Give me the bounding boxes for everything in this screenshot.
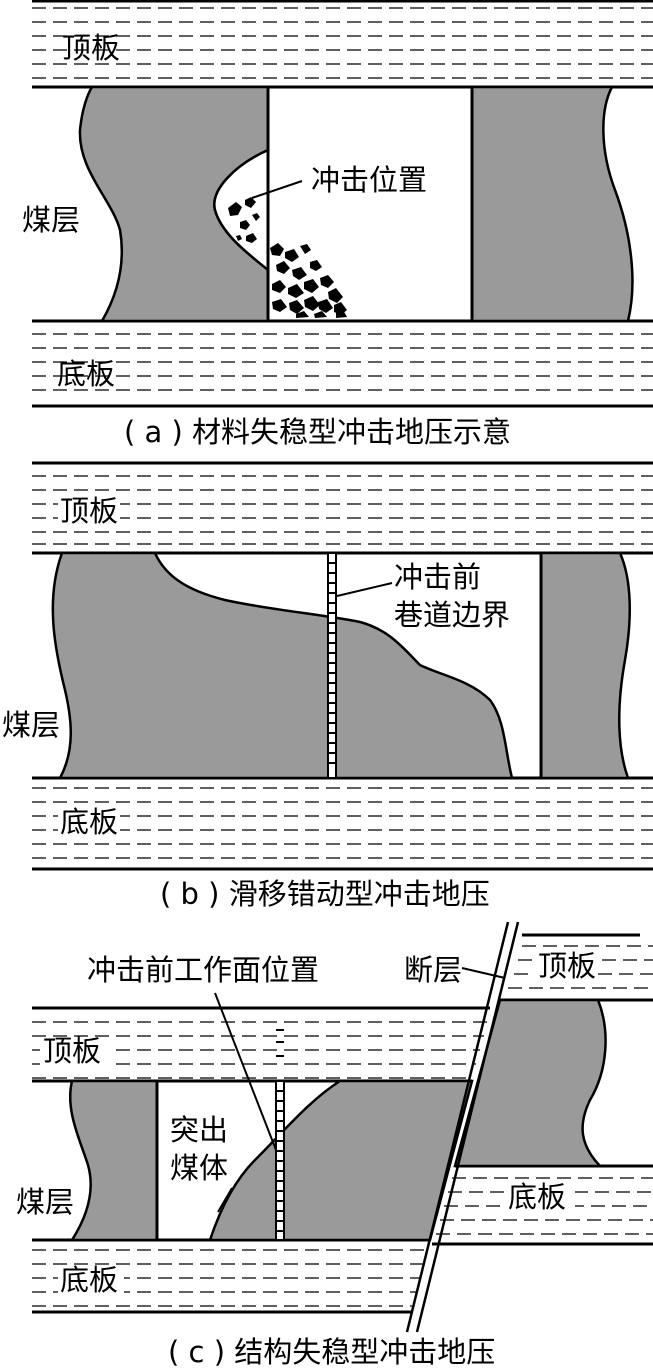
panel-b-roof-strata [32,475,653,545]
panel-b-pre-burst-boundary [327,552,337,779]
panel-c-fault-leader [461,967,506,979]
panel-b-caption: ( b ) 滑移错动型冲击地压 [160,877,490,911]
panel-a-coal-fragments-pile [270,243,347,318]
panel-c-left-floor-label: 底板 [60,1263,118,1297]
panel-c-outburst-leader [217,1187,233,1213]
panel-c-caption: ( c ) 结构失稳型冲击地压 [168,1335,495,1369]
panel-b: 顶板 煤层 底板 冲击前 巷道边界 ( b ) 滑移错动型冲击地压 [2,461,653,911]
panel-c: 冲击前工作面位置 断层 顶板 顶板 突出 煤体 煤层 底板 底板 ( c ) 结… [16,921,653,1369]
panel-c-fault-line-a [405,921,510,1333]
panel-a-annotation-leader [251,180,303,199]
panel-c-right-coal-block [453,998,607,1168]
panel-b-right-coal-pillar [539,551,631,780]
panel-c-outburst-label-line1: 突出 [170,1113,228,1147]
panel-c-outburst-label-line2: 煤体 [170,1151,228,1185]
panel-b-left-coal-mass [51,551,514,780]
panel-a-roof-strata [32,7,653,79]
panel-a-caption: ( a ) 材料失稳型冲击地压示意 [124,415,511,449]
panel-c-face-stripes [276,1090,284,1232]
panel-b-annotation-leader [336,582,393,597]
panel-b-seam-label: 煤层 [2,708,60,742]
panel-c-face-annotation-leader [214,992,277,1151]
panel-c-fault-line-b [415,921,520,1333]
panel-c-left-roof-label: 顶板 [43,1034,101,1068]
panel-b-annotation-line2: 巷道边界 [394,598,510,632]
panel-a-coal-fragments-upper [228,197,260,243]
panel-b-roof-label: 顶板 [60,494,118,528]
panel-a-right-coal-pillar [470,85,634,323]
panel-a-roof-label: 顶板 [62,31,120,65]
panel-a: 顶板 煤层 底板 冲击位置 ( a ) 材料失稳型冲击地压示意 [22,0,653,449]
panel-c-right-roof-label: 顶板 [538,949,596,983]
panel-a-seam-label: 煤层 [22,203,80,237]
panel-b-annotation-line1: 冲击前 [394,560,481,594]
panel-c-right-floor-label: 底板 [508,1180,566,1214]
panel-a-floor-strata [32,333,653,391]
panel-c-right-floor-strata [436,1177,653,1235]
panel-c-seam-label: 煤层 [16,1185,74,1219]
panel-c-left-coal-pillar [68,1079,159,1242]
panel-b-floor-label: 底板 [60,805,118,839]
panel-c-fault-label: 断层 [404,953,462,987]
panel-a-floor-label: 底板 [57,357,115,391]
panel-c-outburst-coal-mass [208,1079,474,1242]
panel-b-floor-strata [32,787,653,859]
panel-c-face-annotation: 冲击前工作面位置 [87,953,319,987]
panel-c-face-marker-above [276,1029,284,1057]
panel-a-burst-location-label: 冲击位置 [311,163,427,197]
panel-b-boundary-stripes [328,562,336,764]
